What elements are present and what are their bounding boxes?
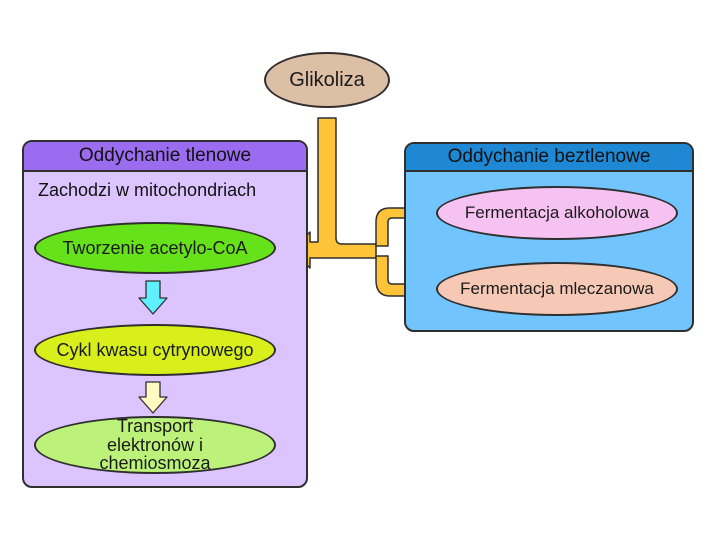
step-acetyl-coa-label: Tworzenie acetylo-CoA bbox=[62, 237, 248, 258]
alcohol-fermentation-node: Fermentacja alkoholowa bbox=[436, 186, 678, 240]
down-arrow-icon bbox=[138, 381, 168, 414]
step-citric-acid-cycle: Cykl kwasu cytrynowego bbox=[34, 324, 276, 376]
down-arrow-icon bbox=[138, 280, 168, 315]
aerobic-panel-header: Oddychanie tlenowe bbox=[24, 142, 306, 172]
step-acetyl-coa: Tworzenie acetylo-CoA bbox=[34, 222, 276, 274]
anaerobic-panel-header: Oddychanie beztlenowe bbox=[406, 144, 692, 172]
anaerobic-title: Oddychanie beztlenowe bbox=[447, 146, 651, 167]
step-electron-transport-label: Transport elektronów i chemiosmoza bbox=[99, 415, 211, 474]
step-electron-transport: Transport elektronów i chemiosmoza bbox=[34, 416, 276, 474]
step-citric-acid-cycle-label: Cykl kwasu cytrynowego bbox=[56, 339, 254, 360]
aerobic-subtitle: Zachodzi w mitochondriach bbox=[38, 180, 257, 200]
lactic-fermentation-node: Fermentacja mleczanowa bbox=[436, 262, 678, 316]
lactic-fermentation-label: Fermentacja mleczanowa bbox=[460, 279, 654, 299]
aerobic-title: Oddychanie tlenowe bbox=[78, 145, 252, 166]
alcohol-fermentation-label: Fermentacja alkoholowa bbox=[464, 203, 650, 223]
glycolysis-label: Glikoliza bbox=[289, 68, 365, 91]
glycolysis-node: Glikoliza bbox=[264, 52, 390, 108]
